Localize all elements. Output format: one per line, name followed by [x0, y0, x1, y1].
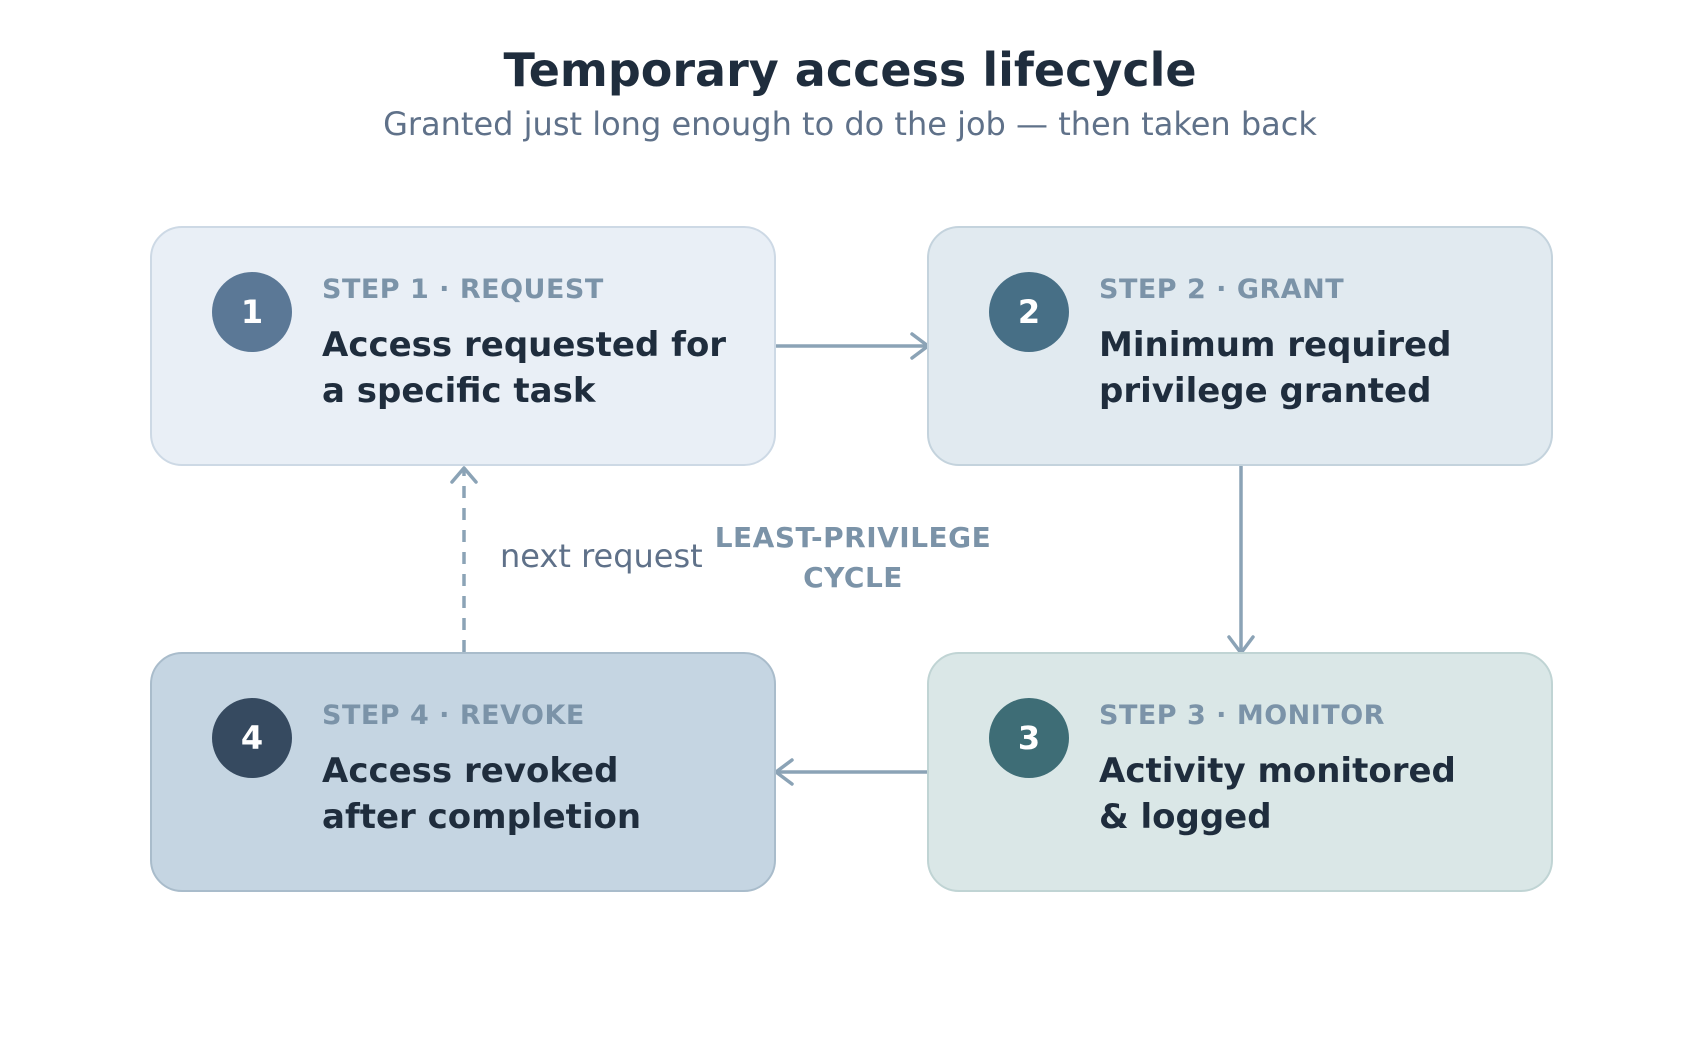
cycle-label-line: CYCLE	[803, 561, 903, 594]
step-description-line: privilege granted	[1099, 371, 1432, 411]
step-label: STEP 4 · REVOKE	[322, 700, 585, 731]
step-description-line: after completion	[322, 797, 642, 837]
step-label: STEP 1 · REQUEST	[322, 274, 604, 305]
step-description: Activity monitored & logged	[1099, 748, 1529, 840]
cycle-center-label: LEAST-PRIVILEGE CYCLE	[690, 518, 1016, 598]
diagram-title: Temporary access lifecycle	[503, 43, 1197, 97]
step-description-line: Minimum required	[1099, 325, 1452, 365]
step-description-line: Access revoked	[322, 751, 619, 791]
arrow-head	[774, 758, 794, 786]
step-card-monitor: 3 STEP 3 · MONITOR Activity monitored & …	[927, 652, 1553, 892]
next-request-label: next request	[500, 537, 703, 575]
step-number-badge: 4	[212, 698, 292, 778]
step-number-badge: 3	[989, 698, 1069, 778]
step-description: Access revoked after completion	[322, 748, 752, 840]
step-description-line: & logged	[1099, 797, 1272, 837]
step-description-line: a specific task	[322, 371, 596, 411]
cycle-label-line: LEAST-PRIVILEGE	[714, 521, 992, 554]
step-label: STEP 2 · GRANT	[1099, 274, 1345, 305]
arrow-grant-to-monitor	[1227, 466, 1255, 655]
step-description: Access requested for a specific task	[322, 322, 752, 414]
step-number-badge: 1	[212, 272, 292, 352]
arrow-monitor-to-revoke	[774, 758, 927, 786]
arrow-head	[450, 466, 478, 484]
step-description-line: Activity monitored	[1099, 751, 1456, 791]
step-number-badge: 2	[989, 272, 1069, 352]
step-card-request: 1 STEP 1 · REQUEST Access requested for …	[150, 226, 776, 466]
step-card-grant: 2 STEP 2 · GRANT Minimum required privil…	[927, 226, 1553, 466]
arrow-revoke-to-request-dashed	[450, 466, 478, 652]
diagram-subtitle: Granted just long enough to do the job —…	[383, 105, 1317, 143]
step-label: STEP 3 · MONITOR	[1099, 700, 1385, 731]
step-description-line: Access requested for	[322, 325, 727, 365]
step-description: Minimum required privilege granted	[1099, 322, 1529, 414]
step-card-revoke: 4 STEP 4 · REVOKE Access revoked after c…	[150, 652, 776, 892]
arrow-request-to-grant	[776, 332, 930, 360]
